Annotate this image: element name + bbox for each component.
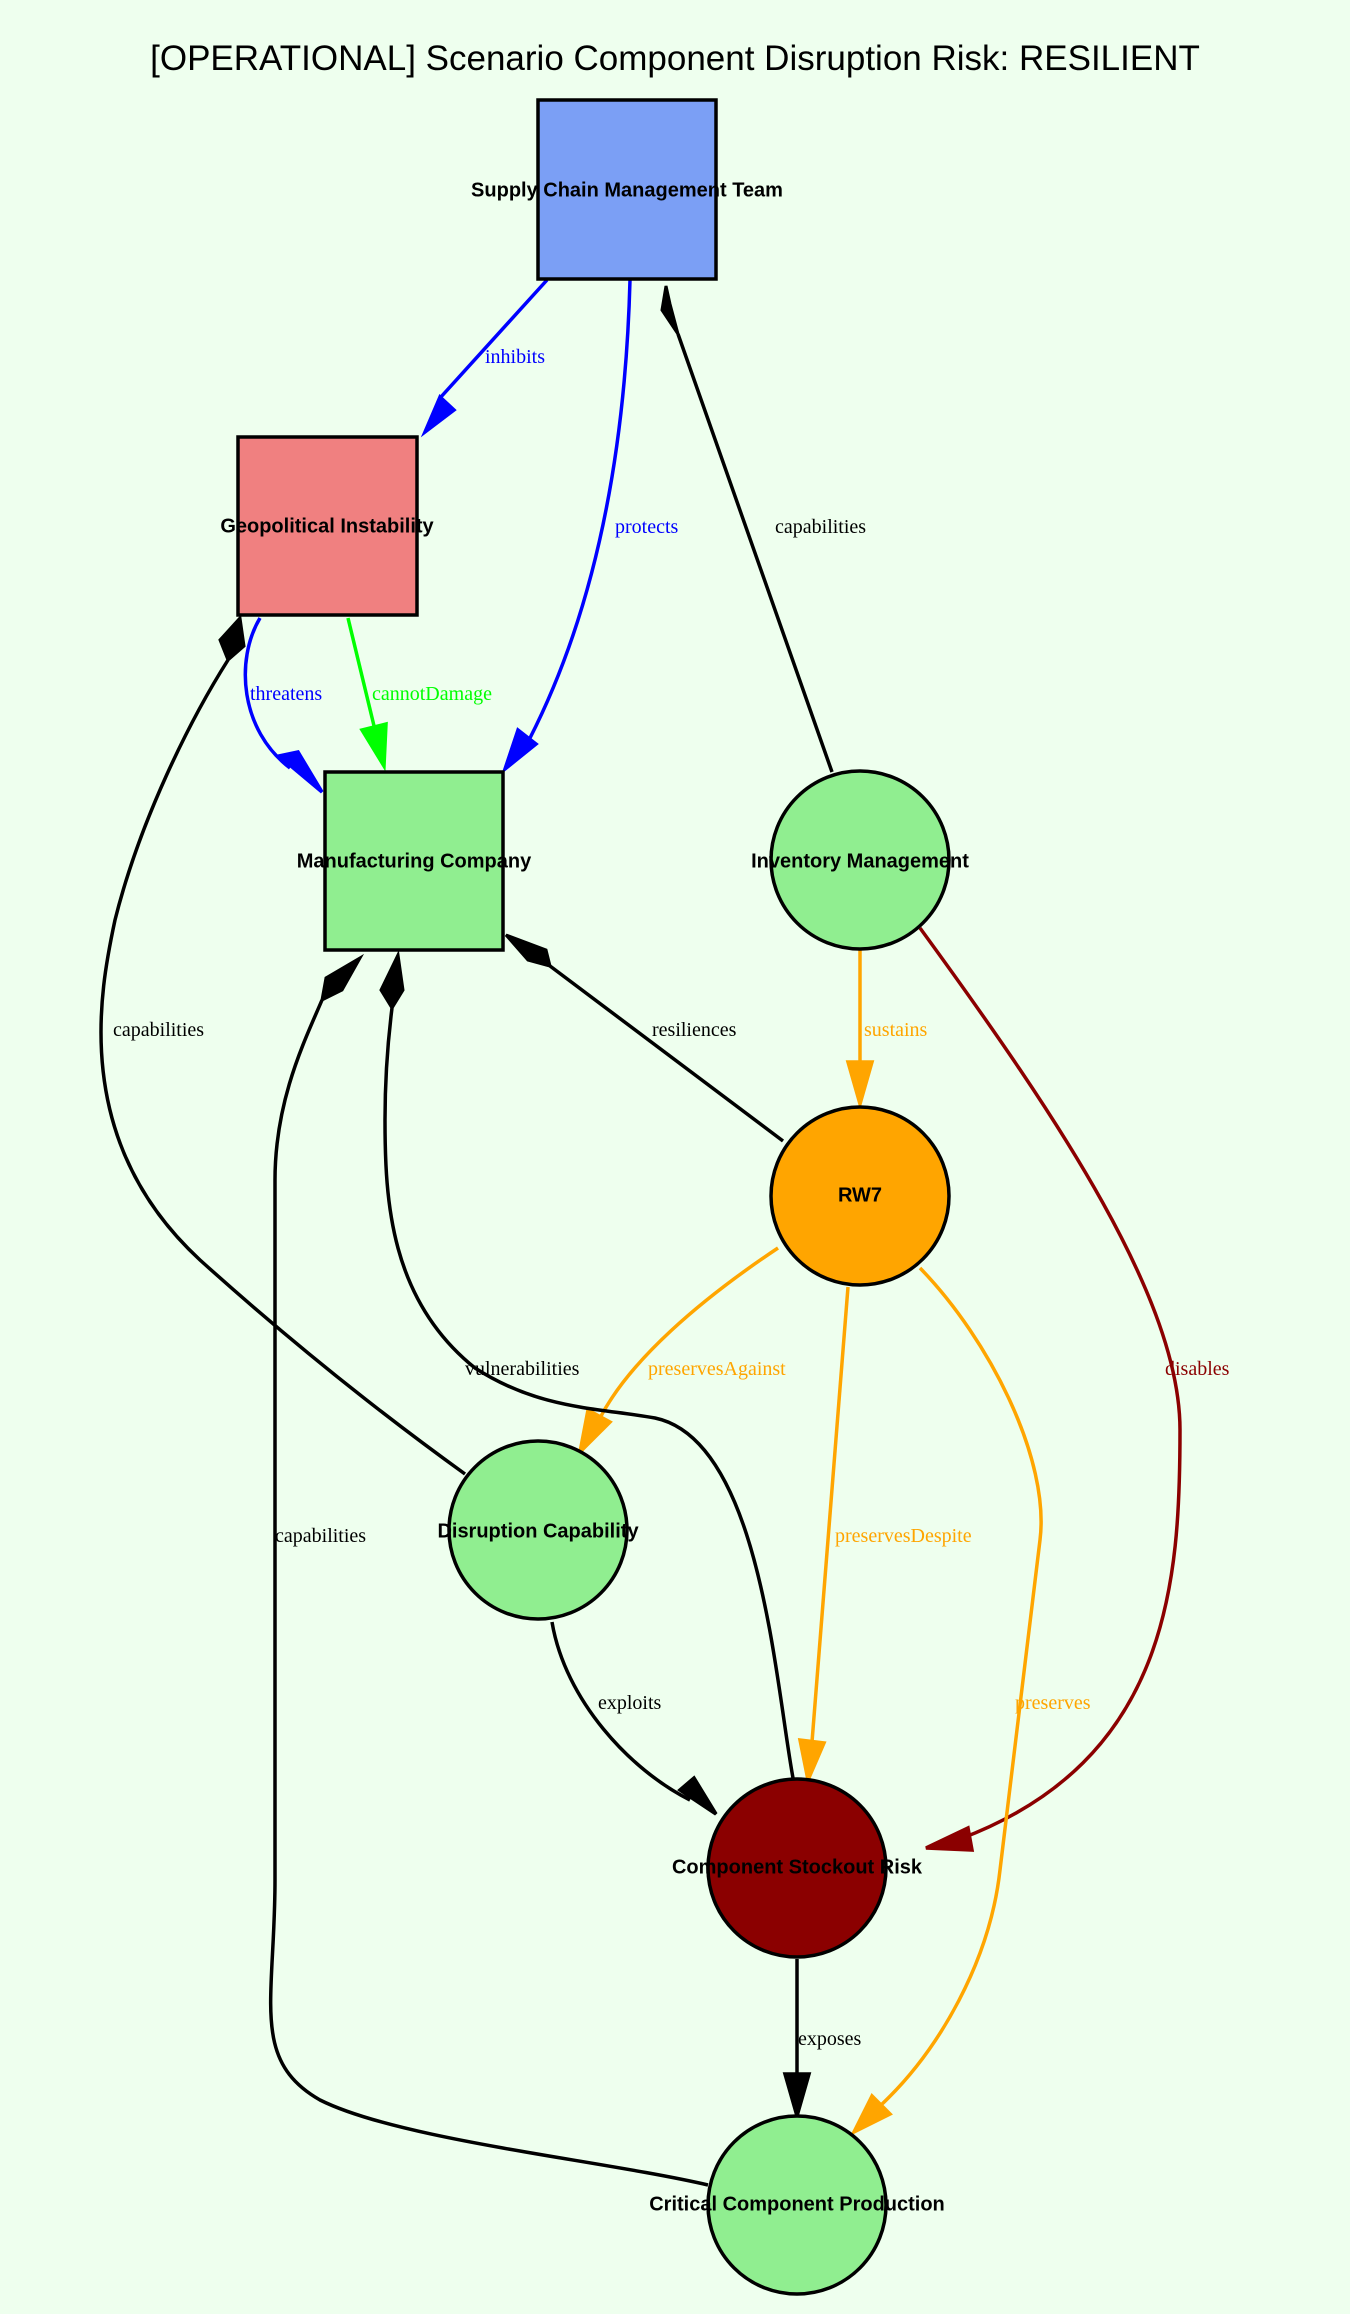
edge-label-threatens: threatens xyxy=(250,683,322,705)
edge-capabilities-scmt-inventory: capabilities xyxy=(660,285,866,773)
node-component-stockout-risk[interactable]: Component Stockout Risk xyxy=(672,1777,923,1959)
node-rw7[interactable]: RW7 xyxy=(769,1105,951,1287)
edge-threatens: threatens xyxy=(243,617,324,794)
edge-label-exploits: exploits xyxy=(598,1692,662,1714)
node-label-inv: Inventory Management xyxy=(751,850,969,872)
edge-label-inhibits: inhibits xyxy=(485,346,545,368)
node-critical-component-production[interactable]: Critical Component Production xyxy=(649,2114,945,2296)
node-supply-chain-management-team[interactable]: Supply Chain Management Team xyxy=(471,98,783,281)
edge-label-preserves: preserves xyxy=(1015,1692,1091,1714)
edge-label-preservesAgainst: preservesAgainst xyxy=(648,1358,786,1380)
edge-label-resiliences: resiliences xyxy=(652,1019,737,1041)
node-label-ccp: Critical Component Production xyxy=(649,2193,945,2215)
edge-disables: disables xyxy=(918,926,1230,1852)
node-disruption-capability[interactable]: Disruption Capability xyxy=(437,1439,639,1621)
node-label-scmt: Supply Chain Management Team xyxy=(471,179,783,201)
edge-cannotDamage: cannotDamage xyxy=(346,617,492,772)
edge-sustains: sustains xyxy=(845,948,928,1111)
node-label-geo: Geopolitical Instability xyxy=(220,515,434,537)
edge-label-cannotDamage: cannotDamage xyxy=(372,683,492,705)
edge-capabilities-mfg-ccp: capabilities xyxy=(268,953,709,2187)
edge-preservesAgainst: preservesAgainst xyxy=(577,1246,786,1458)
edge-label-protects: protects xyxy=(615,516,679,538)
edge-label-capabilities-scmt-inventory: capabilities xyxy=(775,516,866,538)
edge-preservesDespite: preservesDespite xyxy=(797,1286,972,1786)
edge-label-capabilities-geo-disruption: capabilities xyxy=(113,1019,204,1041)
edge-inhibits: inhibits xyxy=(420,278,549,438)
node-label-mfg: Manufacturing Company xyxy=(297,850,532,872)
node-geopolitical-instability[interactable]: Geopolitical Instability xyxy=(220,435,435,617)
edge-preserves: preserves xyxy=(850,1266,1091,2136)
edge-exposes: exposes xyxy=(782,1959,862,2123)
edge-label-vulnerabilities: vulnerabilities xyxy=(465,1358,580,1380)
edge-label-preservesDespite: preservesDespite xyxy=(835,1525,972,1547)
node-manufacturing-company[interactable]: Manufacturing Company xyxy=(297,770,532,952)
edge-label-sustains: sustains xyxy=(864,1019,928,1041)
edge-resiliences: resiliences xyxy=(504,933,785,1143)
node-inventory-management[interactable]: Inventory Management xyxy=(751,769,969,951)
edge-capabilities-geo-disruption: capabilities xyxy=(99,614,467,1476)
edge-label-disables: disables xyxy=(1165,1358,1230,1380)
edge-label-capabilities-mfg-ccp: capabilities xyxy=(275,1525,366,1547)
node-label-rw7: RW7 xyxy=(838,1184,882,1206)
node-label-disc: Disruption Capability xyxy=(437,1520,639,1542)
edge-exploits: exploits xyxy=(550,1621,718,1816)
edge-vulnerabilities: vulnerabilities xyxy=(379,949,795,1779)
diagram-title: [OPERATIONAL] Scenario Component Disrupt… xyxy=(150,39,1200,78)
edge-protects: protects xyxy=(501,279,679,775)
node-label-csr: Component Stockout Risk xyxy=(672,1856,923,1878)
edge-label-exposes: exposes xyxy=(798,2028,862,2050)
